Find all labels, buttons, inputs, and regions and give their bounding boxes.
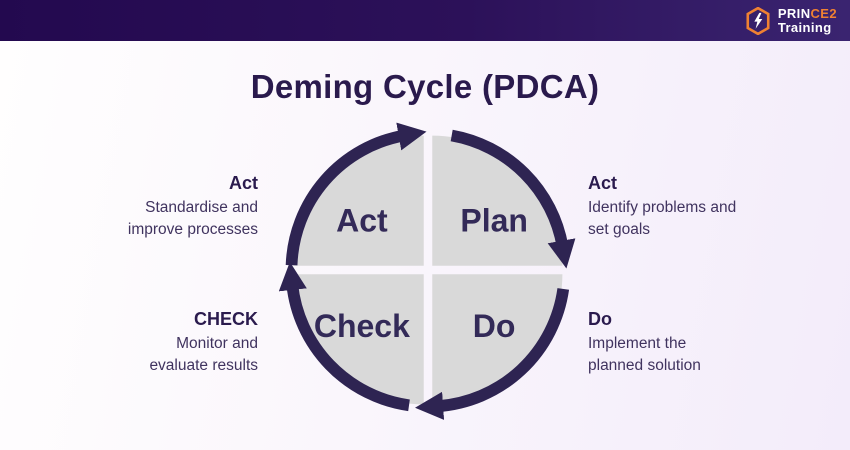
annotation-act-line: Standardise and [145, 199, 258, 216]
annotation-check: CHECK Monitor and evaluate results [149, 308, 258, 377]
annotation-act: Act Standardise and improve processes [128, 172, 258, 241]
pdca-diagram: Act Plan Check Do [268, 110, 588, 430]
quadrant-do [432, 274, 563, 405]
quadrant-act [293, 135, 424, 266]
brand-name: PRINCE2 Training [778, 7, 837, 35]
annotation-do: Do Implement the planned solution [588, 308, 701, 377]
cycle-arrow-bottom [415, 288, 570, 420]
cycle-arrow-top-left [285, 122, 427, 266]
annotation-plan: Act Identify problems and set goals [588, 172, 736, 241]
brand-name-primary: PRIN [777, 6, 811, 21]
brand-logo: PRINCE2 Training [745, 7, 837, 35]
annotation-plan-line: Identify problems and [588, 199, 737, 216]
quadrant-check-label: Check [314, 308, 410, 344]
annotation-plan-heading: Act [588, 173, 618, 193]
pdca-cycle-svg: Act Plan Check Do [278, 122, 576, 420]
quadrant-do-label: Do [473, 308, 516, 344]
annotation-do-heading: Do [588, 309, 612, 329]
quadrant-plan [432, 135, 563, 266]
quadrant-check [293, 274, 424, 405]
brand-name-accent: CE2 [810, 6, 837, 21]
annotation-act-line: improve processes [127, 221, 258, 238]
annotation-do-line: planned solution [588, 357, 701, 374]
cycle-arrow-left [278, 261, 410, 412]
page-title: Deming Cycle (PDCA) [250, 68, 600, 105]
annotation-do-line: Implement the [588, 335, 687, 352]
annotation-check-line: Monitor and [176, 335, 258, 352]
annotation-plan-line: set goals [588, 221, 651, 238]
annotation-act-heading: Act [228, 173, 258, 193]
brand-subtitle: Training [777, 20, 832, 35]
quadrant-plan-label: Plan [460, 203, 528, 239]
quadrant-act-label: Act [336, 203, 388, 239]
annotation-check-line: evaluate results [149, 357, 258, 374]
prince2-hexagon-icon [746, 7, 770, 35]
cycle-arrow-right [450, 129, 576, 269]
annotation-check-heading: CHECK [193, 309, 258, 329]
header-bar: PRINCE2 Training [0, 0, 850, 41]
